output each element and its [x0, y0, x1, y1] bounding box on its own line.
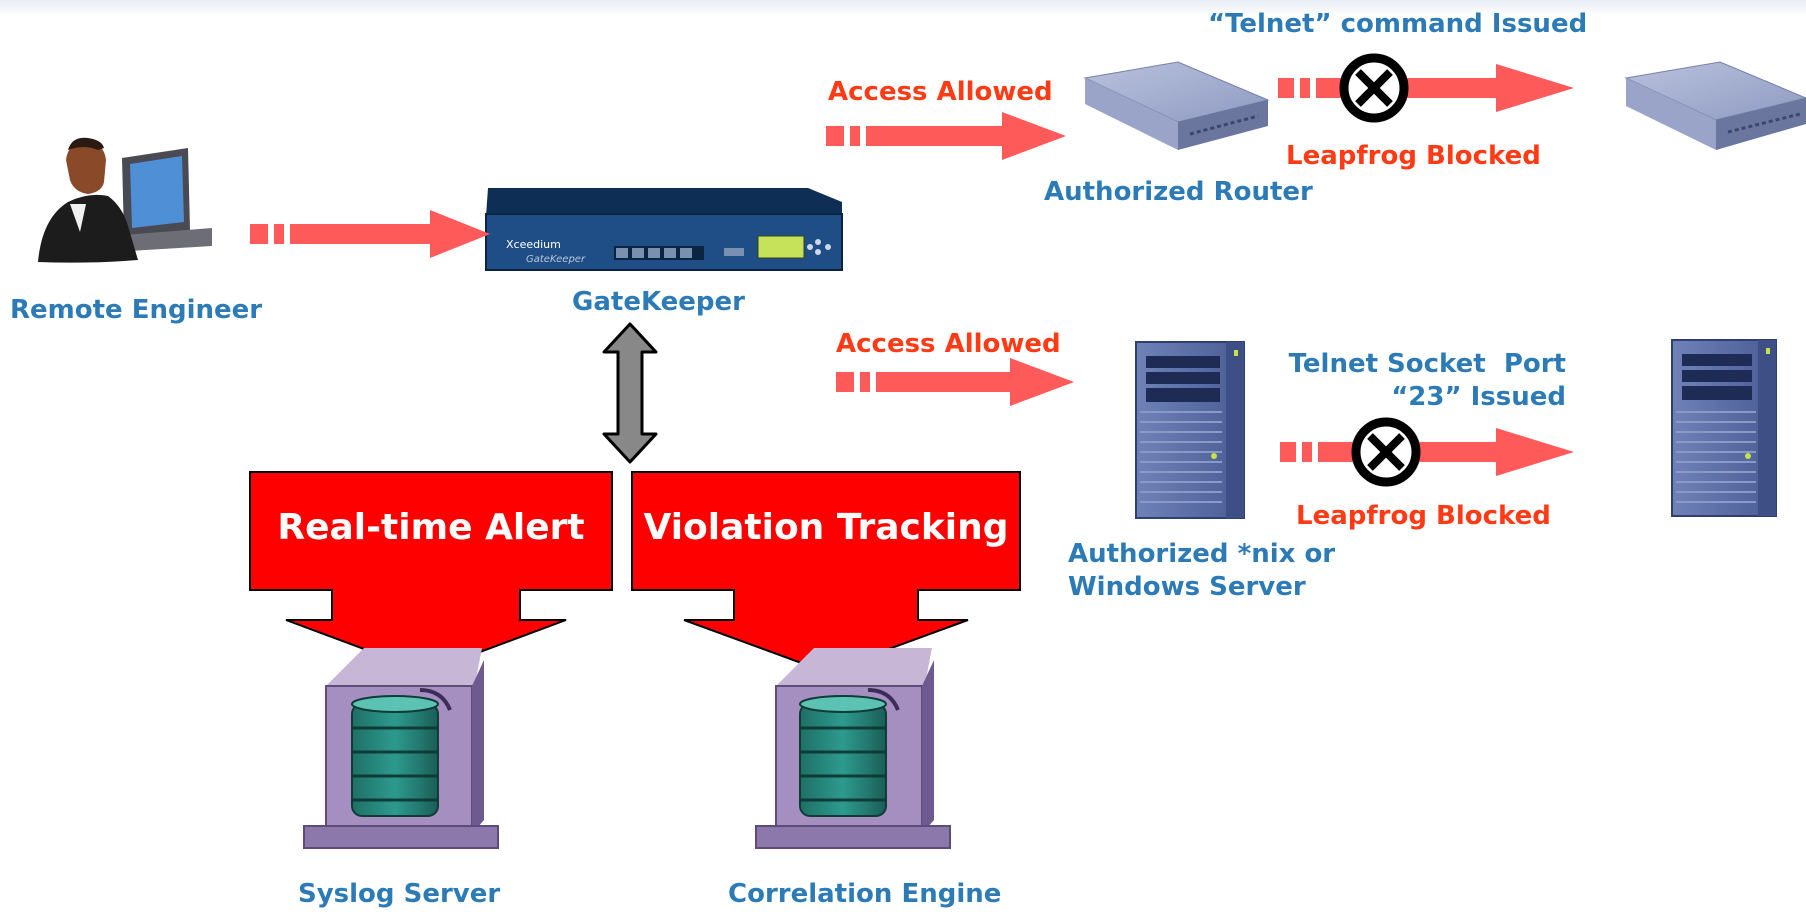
target-router-icon	[1624, 61, 1806, 150]
arrow-engineer-to-gatekeeper	[250, 210, 490, 258]
remote-engineer-label: Remote Engineer	[10, 295, 263, 325]
remote-engineer-icon	[38, 137, 212, 263]
arrow-router-leapfrog	[1278, 64, 1574, 112]
realtime-alert-callout	[249, 471, 613, 674]
syslog-server-label: Syslog Server	[298, 879, 501, 909]
violation-tracking-callout	[631, 471, 1021, 674]
target-server-icon	[1671, 339, 1777, 517]
syslog-server-icon	[303, 648, 499, 849]
correlation-engine-label: Correlation Engine	[728, 879, 1002, 909]
server-command-line-2: “23” Issued	[1391, 381, 1566, 412]
authorized-router-icon	[1083, 61, 1270, 150]
authorized-server-line-1: Authorized *nix or	[1068, 539, 1336, 569]
authorized-server-line-2: Windows Server	[1068, 571, 1306, 602]
violation-tracking-label: Violation Tracking	[643, 507, 1009, 548]
router-access-allowed-label: Access Allowed	[828, 77, 1053, 107]
arrow-server-leapfrog	[1280, 428, 1574, 476]
authorized-server-icon	[1135, 341, 1245, 519]
server-command-label: Telnet Socket Port“23” Issued	[1268, 348, 1566, 413]
double-arrow-gatekeeper-outputs	[602, 322, 658, 464]
server-leapfrog-blocked-label: Leapfrog Blocked	[1296, 501, 1551, 531]
router-command-label: “Telnet” command Issued	[1208, 9, 1588, 39]
blocked-icon	[1351, 417, 1421, 487]
top-gradient-bar	[0, 0, 1806, 16]
gatekeeper-label: GateKeeper	[572, 287, 745, 317]
server-access-allowed-label: Access Allowed	[836, 329, 1061, 359]
blocked-icon	[1339, 53, 1409, 123]
arrow-to-authorized-router	[826, 112, 1066, 160]
correlation-engine-icon	[755, 648, 951, 849]
authorized-router-label: Authorized Router	[1044, 177, 1313, 207]
gatekeeper-device-icon: Xceedium GateKeeper	[485, 188, 843, 271]
device-brand: Xceedium	[506, 238, 561, 251]
arrow-to-authorized-server	[836, 358, 1074, 406]
realtime-alert-label: Real-time Alert	[277, 507, 585, 548]
device-model: GateKeeper	[526, 254, 586, 265]
router-leapfrog-blocked-label: Leapfrog Blocked	[1286, 141, 1541, 171]
server-command-line-1: Telnet Socket Port	[1288, 349, 1566, 379]
